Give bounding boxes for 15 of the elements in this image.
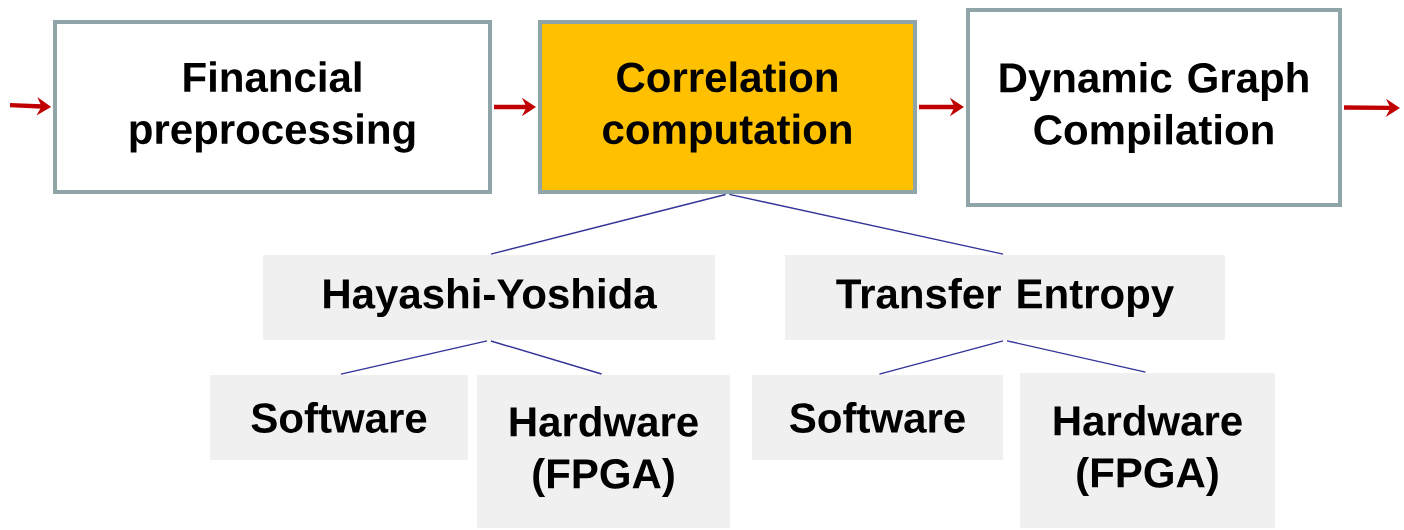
- connector-line: [490, 340, 603, 375]
- implementation-box: Hardware (FPGA): [477, 375, 730, 528]
- stage-box: Correlation computation: [538, 20, 917, 194]
- connector-line: [1006, 340, 1147, 373]
- stage-box: Financial preprocessing: [53, 20, 492, 194]
- connector-line: [878, 340, 1004, 375]
- implementation-box: Hardware (FPGA): [1020, 373, 1275, 528]
- connector-line: [340, 340, 488, 375]
- connector-line: [728, 193, 1004, 255]
- method-box: Transfer Entropy: [785, 255, 1225, 340]
- method-box: Hayashi-Yoshida: [263, 255, 715, 340]
- connector-line: [490, 193, 727, 255]
- implementation-box: Software: [210, 375, 468, 460]
- stage-box: Dynamic Graph Compilation: [966, 8, 1342, 207]
- implementation-box: Software: [752, 375, 1003, 460]
